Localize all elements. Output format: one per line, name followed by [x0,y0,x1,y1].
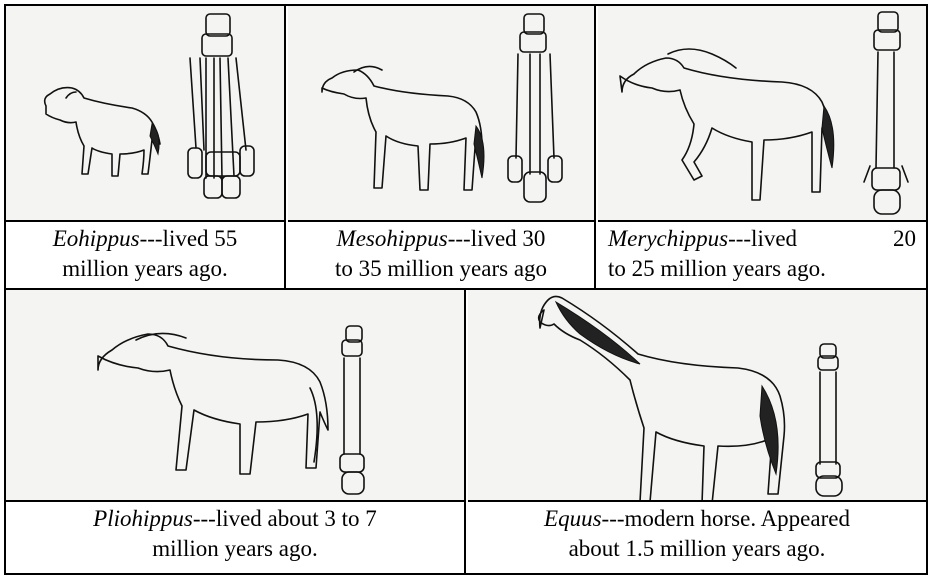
horse-drawing-icon [322,66,484,190]
merychippus-drawing [598,6,926,220]
panel-image [468,290,926,502]
caption-text: ---lived 30 [448,226,546,251]
caption-text: ---modern horse. Appeared [602,506,850,531]
caption-text: ---lived [728,226,797,251]
caption-text: to 35 million years ago [298,254,584,284]
panel-merychippus: Merychippus---lived 20 to 25 million year… [598,6,926,288]
foot-bone-drawing-icon [340,326,364,494]
figure-row-bottom: Pliohippus---lived about 3 to 7 million … [6,290,926,573]
caption-equus: Equus---modern horse. Appeared about 1.5… [468,504,926,564]
genus-name: Merychippus [608,226,728,251]
foot-bone-drawing-icon [188,14,254,198]
eohippus-drawing [6,6,284,220]
genus-name: Equus [544,506,602,531]
horse-drawing-icon [620,49,834,200]
mesohippus-drawing [288,6,594,220]
caption-text: to 25 million years ago. [608,254,916,284]
panel-image [598,6,926,222]
horse-drawing-icon [45,88,160,176]
panel-image [6,290,464,502]
panel-pliohippus: Pliohippus---lived about 3 to 7 million … [6,290,466,573]
panel-image [6,6,284,222]
panel-image [288,6,594,222]
caption-text: ---lived 55 [140,226,238,251]
horse-drawing-icon [539,296,785,500]
horse-drawing-icon [98,333,328,474]
caption-text: ---lived about 3 to 7 [193,506,377,531]
caption-text: 20 [893,224,916,254]
genus-name: Eohippus [53,226,140,251]
panel-mesohippus: Mesohippus---lived 30 to 35 million year… [288,6,596,288]
genus-name: Pliohippus [93,506,193,531]
panel-eohippus: Eohippus---lived 55 million years ago. [6,6,286,288]
caption-eohippus: Eohippus---lived 55 million years ago. [6,224,284,284]
figure-row-top: Eohippus---lived 55 million years ago. [6,6,926,290]
pliohippus-drawing [6,290,464,500]
panel-equus: Equus---modern horse. Appeared about 1.5… [468,290,926,573]
horse-evolution-figure: Eohippus---lived 55 million years ago. [4,4,928,575]
foot-bone-drawing-icon [508,14,562,202]
caption-mesohippus: Mesohippus---lived 30 to 35 million year… [288,224,594,284]
caption-text: million years ago. [16,534,454,564]
caption-merychippus: Merychippus---lived 20 to 25 million year… [598,224,926,284]
foot-bone-drawing-icon [864,12,908,214]
equus-drawing [468,290,926,500]
genus-name: Mesohippus [337,226,448,251]
caption-text: million years ago. [16,254,274,284]
caption-pliohippus: Pliohippus---lived about 3 to 7 million … [6,504,464,564]
caption-text: about 1.5 million years ago. [478,534,916,564]
foot-bone-drawing-icon [816,344,842,496]
